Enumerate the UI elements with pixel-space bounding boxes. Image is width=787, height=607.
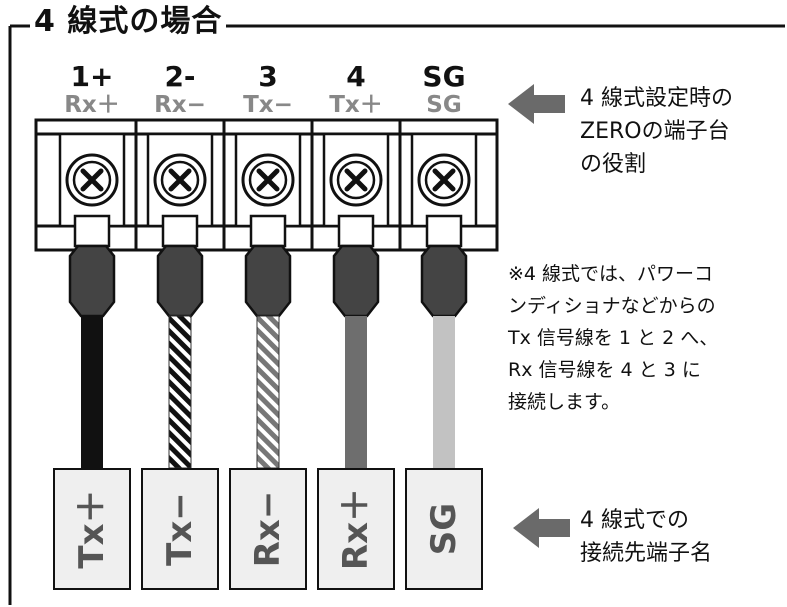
terminal-role-note: 4 線式設定時の ZEROの端子台 の役割 [580,82,733,181]
screw-cross [432,168,456,192]
destination-terminal-box [317,468,395,590]
crimp-lug [249,214,287,248]
wiring-note: ※4 線式では、パワーコ ンディショナなどからの Tx 信号線を 1 と 2 へ… [508,258,718,418]
crimp-sleeve [156,244,204,318]
terminal-role-label: Tx＋ [329,92,383,118]
crimp-sleeve [244,244,292,318]
arrow-left-icon [508,84,565,124]
terminal-role-label: Rx＋ [64,92,120,118]
note-line: 4 線式での [580,508,689,533]
crimp-lug [425,214,463,248]
crimp-sleeve [420,244,468,318]
note-line: 接続先端子名 [580,541,713,566]
terminal-number: 2- [164,60,195,93]
signal-cable [168,315,192,469]
screw-cross [80,168,104,192]
destination-terminal-label: Tx＋ [72,489,112,568]
terminal-number: 3 [258,60,277,93]
arrow-left-icon [513,508,570,548]
signal-cable [433,316,455,468]
screw-cross [256,168,280,192]
terminal-role-label: SG [426,92,461,118]
destination-terminal-box [53,468,131,590]
diagram-title: 4 線式の場合 [34,4,223,39]
note-line: Rx 信号線を 4 と 3 に [508,359,701,381]
note-line: ZEROの端子台 [580,119,730,144]
dest-label-note: 4 線式での 接続先端子名 [580,504,712,570]
screw-cross [344,168,368,192]
note-line: ※4 線式では、パワーコ [508,263,714,285]
terminal-role-label: Tx− [243,92,293,118]
terminal-role-label: Rx− [154,92,206,118]
destination-terminal-box [405,468,483,590]
terminal-number: SG [422,60,465,93]
crimp-sleeve [68,244,116,318]
terminal-number: 1+ [71,60,114,93]
destination-terminal-box [141,468,219,590]
crimp-lug [161,214,199,248]
note-line: ンディショナなどからの [508,295,716,317]
destination-terminal-label: Tx− [160,492,200,566]
crimp-sleeve [332,244,380,318]
screw-cross [168,168,192,192]
destination-terminal-box [229,468,307,590]
note-line: Tx 信号線を 1 と 2 へ、 [508,327,719,349]
note-line: 4 線式設定時の [580,86,733,111]
note-line: の役割 [580,152,647,177]
destination-terminal-label: Rx− [248,491,288,568]
signal-cable [81,316,103,468]
signal-cable [345,316,367,468]
crimp-lug [337,214,375,248]
destination-terminal-label: SG [424,503,464,555]
destination-terminal-label: Rx＋ [336,488,376,570]
crimp-lug [73,214,111,248]
diagram-title-container: 4 線式の場合 [30,2,227,42]
signal-cable [256,315,280,469]
note-line: 接続します。 [508,391,621,413]
terminal-number: 4 [346,60,365,93]
